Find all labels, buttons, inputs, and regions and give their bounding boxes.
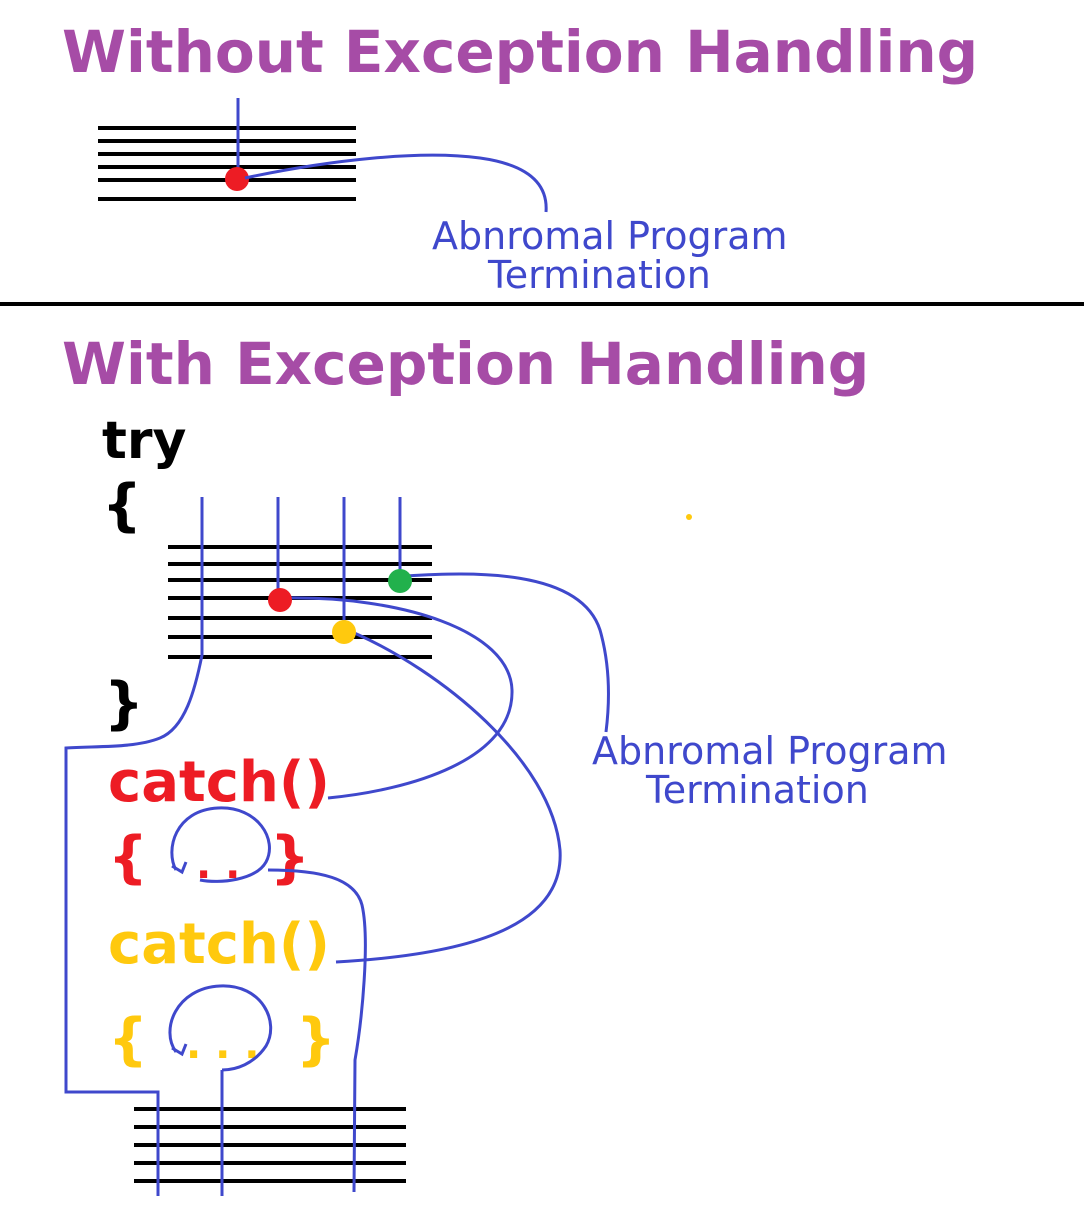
catch-body-dots-yellow: . . .	[186, 1022, 259, 1068]
exception-point-green	[388, 569, 412, 593]
catch-body-close-brace-red: }	[270, 825, 310, 890]
exception-point-yellow	[332, 620, 356, 644]
catch-header-yellow: catch()	[108, 912, 330, 977]
try-block-statements	[168, 545, 432, 659]
exception-point-red-top	[225, 167, 249, 191]
heading-without-exception-handling: Without Exception Handling	[62, 18, 978, 86]
catch-body-open-brace-yellow: {	[108, 1007, 148, 1072]
heading-with-exception-handling: With Exception Handling	[62, 330, 869, 398]
exception-point-red	[268, 588, 292, 612]
catch-body-open-brace-red: {	[108, 825, 148, 890]
try-open-brace: {	[102, 473, 142, 538]
catch-loop-red	[170, 806, 271, 883]
catch-loop-yellow	[168, 984, 273, 1072]
catch-header-red: catch()	[108, 750, 330, 815]
termination-curve-top	[244, 153, 548, 213]
annotation-abnormal-termination-top-line2: Termination	[487, 253, 711, 297]
yellow-exception-to-catch-curve	[335, 630, 562, 964]
catch-loop-red-arrowhead	[171, 861, 188, 875]
try-keyword: try	[102, 411, 186, 471]
green-termination-curve	[405, 572, 610, 733]
post-catch-statements	[134, 1107, 406, 1183]
annotation-abnormal-termination-bottom-line2: Termination	[645, 768, 869, 812]
normal-flow-path	[64, 497, 204, 1196]
catch-body-close-brace-yellow: }	[296, 1007, 336, 1072]
annotation-abnormal-termination-top-line1: Abnromal Program	[432, 214, 788, 258]
catch-loop-yellow-arrowhead	[171, 1043, 188, 1057]
annotation-abnormal-termination-bottom-line1: Abnromal Program	[592, 729, 948, 773]
red-exception-to-catch-curve	[284, 596, 514, 800]
stray-dot	[686, 514, 692, 520]
try-close-brace: }	[104, 671, 144, 736]
resume-flow-from-red-catch	[267, 868, 367, 1193]
